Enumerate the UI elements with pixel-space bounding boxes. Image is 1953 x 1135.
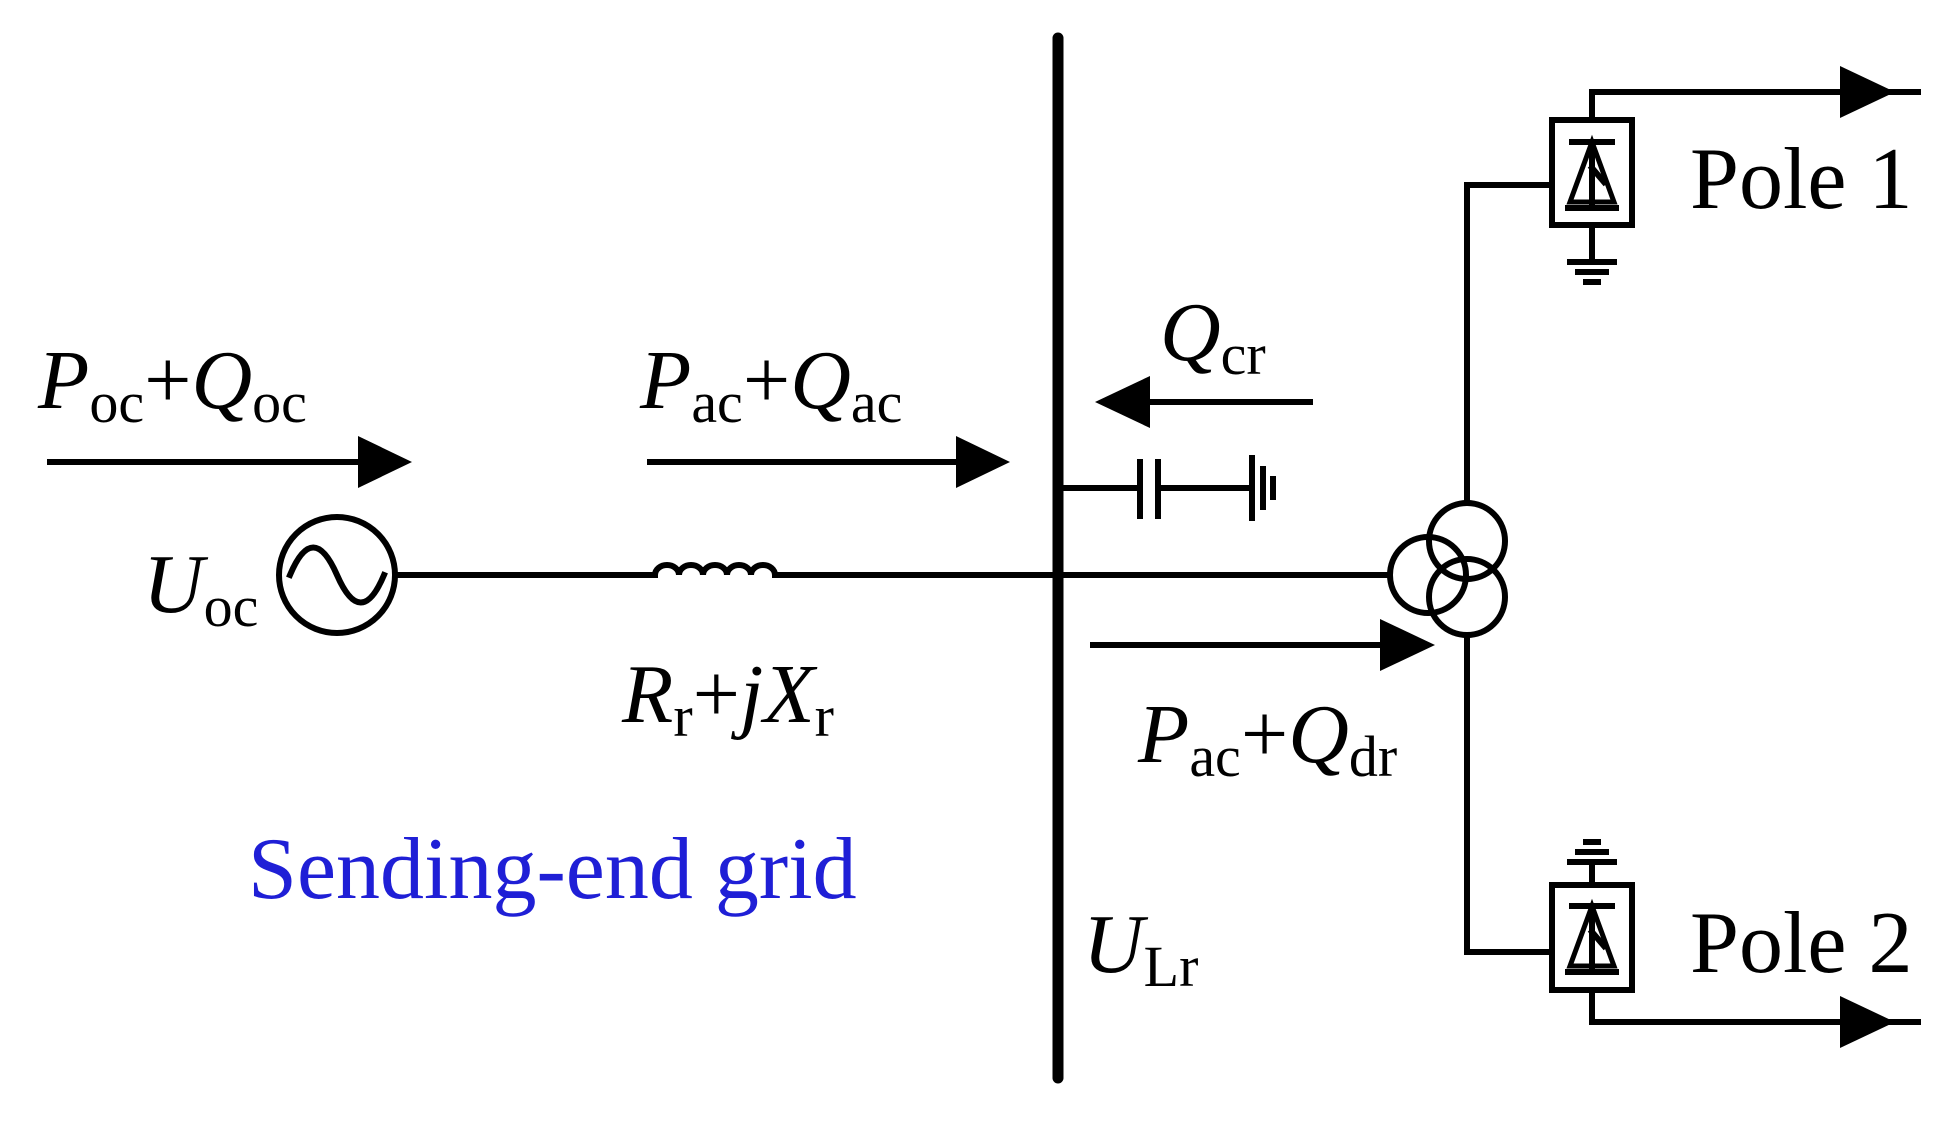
capacitor-icon: [1055, 459, 1253, 519]
pole1-converter-icon: [1549, 117, 1635, 228]
inductor-icon: [651, 562, 779, 579]
compensation-power-arrow: [1095, 376, 1313, 428]
pole2-label: Pole 2: [1690, 895, 1912, 992]
pole1-dc-output-arrow: [1589, 66, 1921, 123]
capacitor-ground-icon: [1249, 455, 1276, 521]
bus-voltage-label: ULr: [1083, 898, 1198, 999]
transformer-icon: [1387, 500, 1508, 638]
sending-end-grid-label: Sending-end grid: [248, 821, 857, 918]
pole2-dc-output-arrow: [1589, 987, 1921, 1048]
ac-source-icon: [276, 514, 398, 636]
pole2-ground-icon: [1567, 839, 1617, 888]
compensation-power-label: Qcr: [1160, 286, 1266, 387]
line-power-arrow: [647, 436, 1010, 488]
pole1-label: Pole 1: [1690, 131, 1912, 228]
pole1-ground-icon: [1567, 222, 1617, 285]
source-power-label: Poc+Qoc: [37, 334, 307, 435]
converter-power-arrow: [1090, 619, 1435, 671]
line-power-label: Pac+Qac: [639, 334, 902, 435]
source-voltage-label: Uoc: [143, 538, 258, 639]
converter-power-label: Pac+Qdr: [1137, 688, 1397, 789]
impedance-label: Rr+jXr: [621, 648, 834, 749]
pole2-converter-icon: [1549, 882, 1635, 993]
source-power-arrow: [47, 436, 412, 488]
